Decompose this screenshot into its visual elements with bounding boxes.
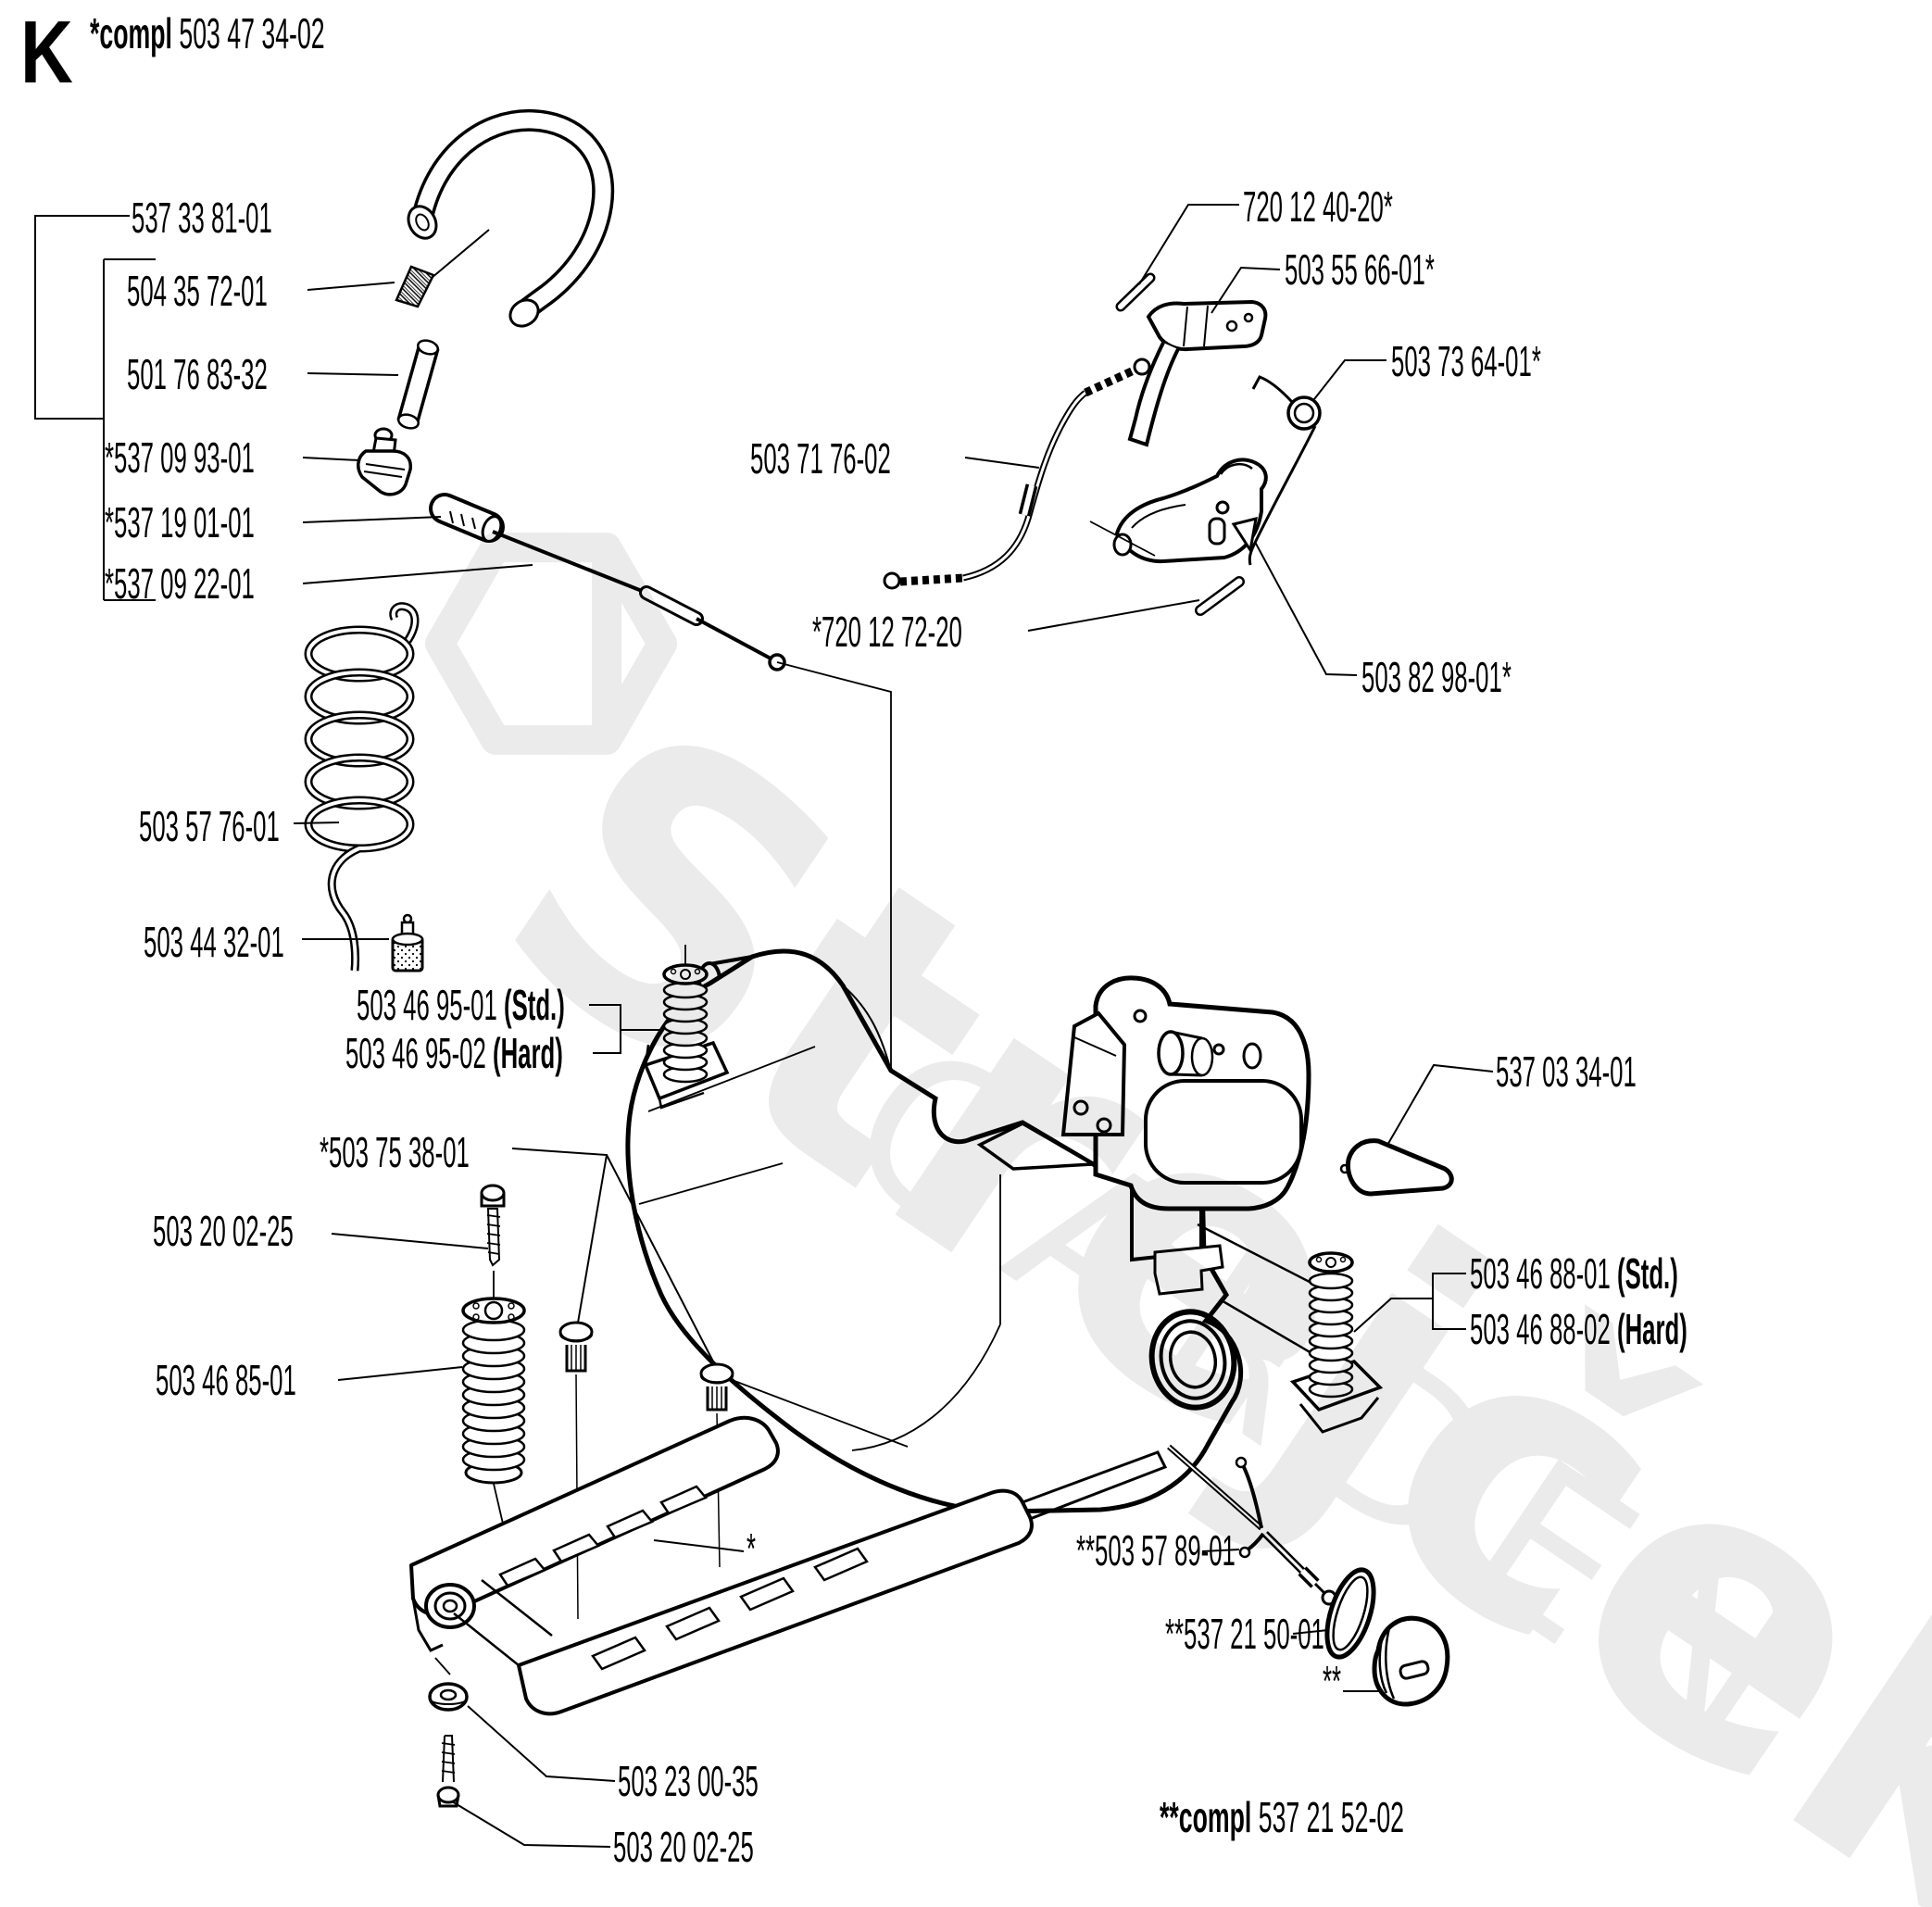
torsion-spring-drawing <box>1248 375 1322 566</box>
part-label-501-76-83-32: 501 76 83-32 <box>127 350 268 398</box>
assembly-note-footer: **compl 537 21 52-02 <box>1160 1793 1404 1841</box>
part-label-503-46-95-01: 503 46 95-01 (Std.) <box>357 981 565 1029</box>
assembly-note-header: *compl 503 47 34-02 <box>90 9 325 57</box>
part-label-537-09-22-01: *537 09 22-01 <box>105 559 255 608</box>
part-label-503-71-76-02: 503 71 76-02 <box>750 434 891 483</box>
part-label-503-20-02-25-lower: 503 20 02-25 <box>613 1823 754 1871</box>
part-label-503-75-38-01: *503 75 38-01 <box>320 1128 470 1176</box>
brake-lever-drawing <box>1115 272 1268 447</box>
av-damper-485-drawing <box>461 1184 526 1537</box>
part-label-720-12-72-20: *720 12 72-20 <box>812 608 962 656</box>
part-label-537-33-81-01: 537 33 81-01 <box>132 194 272 242</box>
fuel-hose-drawing <box>395 108 615 430</box>
plug-screws-drawing <box>558 1321 734 1620</box>
part-label-503-82-98-01: 503 82 98-01* <box>1361 653 1512 701</box>
section-letter: K <box>20 3 73 102</box>
part-label-537-09-93-01: *537 09 93-01 <box>105 433 255 482</box>
part-label-503-46-88-01: 503 46 88-01 (Std.) <box>1470 1249 1678 1298</box>
chassis-drawing <box>409 1415 1168 1716</box>
fuel-cap-assembly-drawing <box>1167 1444 1450 1707</box>
av-damper-488-drawing <box>1289 1251 1384 1434</box>
part-label-503-46-95-02: 503 46 95-02 (Hard) <box>345 1029 563 1077</box>
part-label-537-19-01-01: *537 19 01-01 <box>105 498 255 546</box>
part-label-720-12-40-20: 720 12 40-20* <box>1243 182 1393 231</box>
part-label-503-57-89-01: **503 57 89-01 <box>1076 1526 1236 1575</box>
part-label-503-23-00-35: 503 23 00-35 <box>618 1757 759 1805</box>
fuel-filter-drawing <box>391 913 424 972</box>
rear-handle-drawing <box>1060 975 1311 1211</box>
part-label-503-57-76-01: 503 57 76-01 <box>139 802 280 850</box>
fuel-line-coil-drawing <box>304 602 420 972</box>
av-damper-495-drawing <box>643 945 730 1110</box>
label-chassis-asterisk: * <box>746 1524 757 1573</box>
part-label-537-03-34-01: 537 03 34-01 <box>1496 1048 1637 1096</box>
part-label-504-35-72-01: 504 35 72-01 <box>127 267 268 315</box>
leader-lines <box>34 204 1494 1848</box>
washer-screw-drawing <box>428 1682 469 1808</box>
throttle-cable-drawing <box>883 358 1151 590</box>
label-cap-asterisks: ** <box>1323 1657 1342 1705</box>
part-label-503-20-02-25-upper: 503 20 02-25 <box>153 1207 294 1255</box>
part-label-503-55-66-01: 503 55 66-01* <box>1285 245 1435 294</box>
part-label-537-21-50-01: **537 21 50-01 <box>1165 1610 1324 1658</box>
part-label-503-44-32-01: 503 44 32-01 <box>144 918 284 966</box>
handle-inlay-drawing <box>1339 1138 1454 1197</box>
part-label-503-46-85-01: 503 46 85-01 <box>156 1356 296 1404</box>
part-label-503-46-88-02: 503 46 88-02 (Hard) <box>1470 1305 1687 1353</box>
part-label-503-73-64-01: 503 73 64-01* <box>1391 337 1541 385</box>
throttle-trigger-drawing <box>1089 458 1268 616</box>
